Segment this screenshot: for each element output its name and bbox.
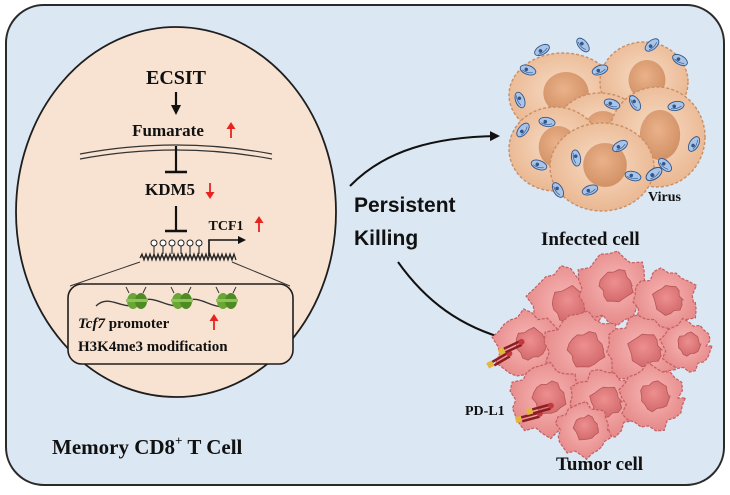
infected-cell-cluster xyxy=(508,37,706,212)
infected-cell-label: Infected cell xyxy=(541,229,640,250)
killing-label: Killing xyxy=(354,227,418,250)
tcf7-promoter-label: Tcf7 promoter xyxy=(78,316,170,332)
kdm5-down-arrow-icon xyxy=(205,183,215,199)
memory-cd8-superscript: + xyxy=(175,433,182,448)
histone-mark-lollipops-icon xyxy=(150,239,203,254)
dna-strand-icon xyxy=(139,252,237,262)
kdm5-label: KDM5 xyxy=(145,180,195,199)
kdm5-inhibits-gene-icon xyxy=(165,206,187,233)
zoom-line-left xyxy=(69,261,141,287)
promoter-word: promoter xyxy=(105,316,170,332)
arrow-to-infected-cell xyxy=(349,131,500,187)
tcf1-label: TCF1 xyxy=(209,219,244,234)
persistent-label: Persistent xyxy=(354,194,456,217)
memory-cd8-t-cell-label: Memory CD8+ T Cell xyxy=(52,433,243,459)
promoter-zoom-box xyxy=(67,283,294,365)
virus-label: Virus xyxy=(648,190,681,205)
ecsit-label: ECSIT xyxy=(146,67,207,89)
fumarate-inhibits-kdm5-icon xyxy=(165,146,187,174)
tumor-cell-cluster xyxy=(491,250,713,461)
fumarate-label: Fumarate xyxy=(132,121,204,140)
free-virus-icon xyxy=(645,166,663,182)
memory-cd8-text: Memory CD8 xyxy=(52,435,175,459)
nucleosomes-icon xyxy=(95,286,238,309)
h3k4me3-modification-label: H3K4me3 modification xyxy=(78,339,228,355)
fumarate-up-arrow-icon xyxy=(226,122,236,138)
tumor-cell-label: Tumor cell xyxy=(556,454,643,475)
transcription-start-arrow-icon xyxy=(208,236,246,256)
tcf1-up-arrow-icon xyxy=(254,216,264,232)
pd-l1-receptors-icon xyxy=(486,338,554,424)
mitochondrial-membrane-outer xyxy=(79,144,273,155)
promoter-up-arrow-icon xyxy=(209,314,219,330)
pd-l1-label: PD-L1 xyxy=(465,404,505,419)
tcf7-gene-name: Tcf7 xyxy=(78,316,105,332)
zoom-line-right xyxy=(231,261,291,287)
memory-t-cell-text: T Cell xyxy=(182,435,242,459)
